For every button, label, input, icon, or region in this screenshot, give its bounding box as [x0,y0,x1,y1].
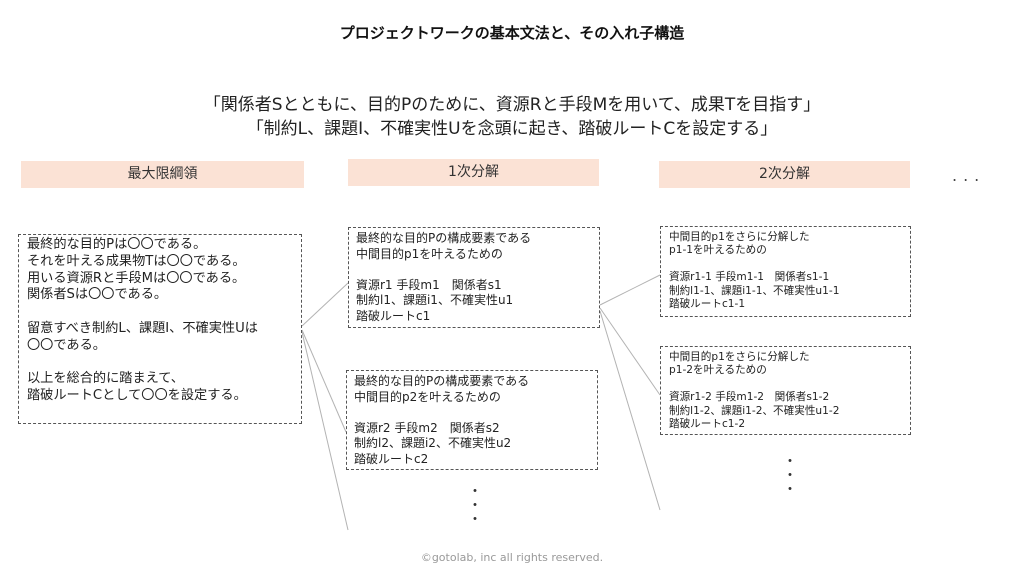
box-second-decomp-p1-1: 中間目的p1をさらに分解した p1-1を叶えるための 資源r1-1 手段m1-1… [660,226,911,317]
page-title: プロジェクトワークの基本文法と、その入れ子構造 [339,24,685,42]
copyright-footer: ©gotolab, inc all rights reserved. [420,551,604,564]
header-more-ellipsis: ... [952,166,986,185]
connector-r1-to-s2 [599,307,661,396]
connector-main-to-r1 [301,282,349,327]
formula-line-2: 「制約L、課題I、不確実性Uを念頭に起き、踏破ルートCを設定する」 [246,119,778,139]
header-first-decomposition: 1次分解 [348,159,599,186]
continuation-dots-col2: ・ ・ ・ [468,484,482,528]
connector-main-to-r2 [301,329,347,433]
header-second-decomposition: 2次分解 [659,161,910,188]
formula-line-1: 「関係者Sとともに、目的Pのために、資源Rと手段Mを用いて、成果Tを目指す」 [203,95,821,115]
box-first-decomp-p1: 最終的な目的Pの構成要素である 中間目的p1を叶えるための 資源r1 手段m1 … [348,227,600,328]
box-second-decomp-p1-2: 中間目的p1をさらに分解した p1-2を叶えるための 資源r1-2 手段m1-2… [660,346,911,435]
box-first-decomp-p2: 最終的な目的Pの構成要素である 中間目的p2を叶えるための 資源r2 手段m2 … [346,370,598,470]
box-maximum-program: 最終的な目的Pは〇〇である。 それを叶える成果物Tは〇〇である。 用いる資源Rと… [18,234,302,424]
header-maximum-program: 最大限綱領 [21,161,304,188]
connector-r1-to-more [599,310,661,511]
connector-r1-to-s1 [599,274,661,306]
continuation-dots-col3: ・ ・ ・ [783,454,797,498]
connector-main-to-more [301,331,349,531]
